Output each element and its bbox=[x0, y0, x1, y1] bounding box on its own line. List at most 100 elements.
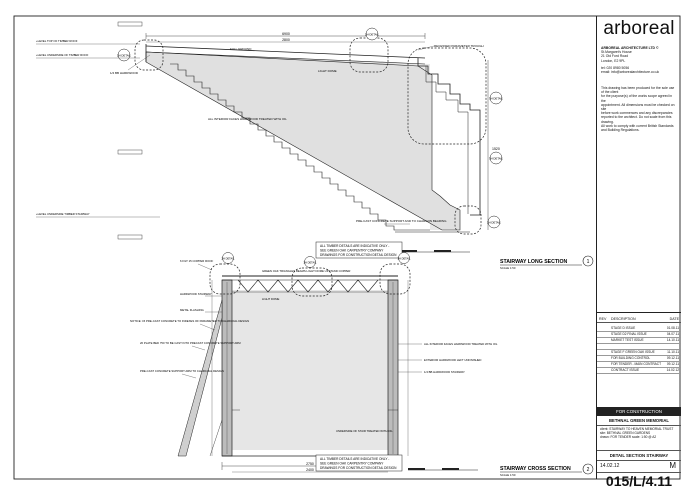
note-line: reported to the architect. Do not scale … bbox=[601, 115, 672, 124]
firm-address: ARBOREAL ARCHITECTURE LTD © St.Margaret'… bbox=[601, 46, 677, 74]
sheet-border bbox=[13, 15, 681, 480]
detail-circle bbox=[454, 205, 482, 235]
label-recessed: RECESSED PARAMETER TROUGH bbox=[434, 44, 484, 48]
callout-text: 2H DETAIL bbox=[222, 257, 235, 261]
label-light-dome: LIGHT DOME bbox=[318, 69, 337, 73]
note-line: DRAWINGS FOR CONSTRUCTION DETAIL DESIGN bbox=[320, 466, 397, 470]
callout-bubble bbox=[365, 27, 379, 41]
label-hardwood: ALL INTERIOR FACES HARDWOOD TREATED WITH… bbox=[208, 117, 287, 121]
callout-bubble bbox=[304, 256, 316, 268]
label-greenoak: GREEN OAK TRIANGLES BEAMS LIGHT DOME UPS… bbox=[262, 269, 350, 273]
revision-letter: M bbox=[669, 461, 676, 470]
label-plate: 20 PLATE BED 750 TO BE CAST INTO PRECAST… bbox=[140, 341, 241, 345]
revision-header: REV DESCRIPTION DATE bbox=[597, 316, 681, 323]
detail-circle bbox=[209, 263, 241, 295]
precast-arm bbox=[177, 299, 223, 457]
label-metal: METAL FLASHING bbox=[180, 308, 204, 312]
note-line: ALL TIMBER DETAILS ARE INDICATIVE ONLY - bbox=[320, 244, 389, 248]
firm-tel: tel: 020 8980 5056 bbox=[601, 65, 630, 70]
long-section-number: 1 bbox=[587, 259, 590, 265]
meta-line: site: BETHNAL GREEN GARDENS bbox=[600, 431, 651, 435]
long-section-body bbox=[145, 51, 461, 231]
label-hardwood: HARDWOOD STAIRWAY bbox=[180, 292, 212, 296]
project-name: BETHNAL GREEN MEMORIAL bbox=[597, 416, 681, 426]
callout-text: 3H DETAIL bbox=[304, 261, 317, 265]
stair-profile bbox=[170, 63, 430, 231]
callout-text: 3H DETAIL bbox=[489, 97, 503, 101]
long-section-title: STAIRWAY LONG SECTION bbox=[500, 259, 568, 265]
meta-line: client: STAIRWAY TO HEAVEN MEMORIAL TRUS… bbox=[600, 427, 674, 431]
address-line: London, E2 9PL bbox=[601, 58, 626, 63]
description-col: DESCRIPTION bbox=[611, 317, 636, 321]
detail-circle bbox=[291, 267, 333, 297]
scale-bar bbox=[408, 468, 478, 471]
firm-logo: arboreal bbox=[603, 18, 675, 39]
callout-text: 3H DETAIL bbox=[489, 157, 503, 161]
long-dim-3: 1520 bbox=[492, 147, 500, 151]
label-full-ground: FULL GROUND bbox=[230, 47, 252, 51]
cross-dim-1: 2750 bbox=[306, 462, 314, 466]
label-hardwood2: 1/4 BB HARDWOOD STAIRWAY bbox=[424, 370, 465, 374]
address-line: St.Margaret's House bbox=[601, 50, 632, 55]
rev-col: REV bbox=[599, 317, 607, 321]
section-number-bubble bbox=[582, 255, 594, 267]
long-dim-1: 6900 bbox=[282, 32, 290, 36]
note-line: for the purpose(s) of the works scope ag… bbox=[601, 94, 673, 103]
callout-text: 2H DETAIL bbox=[117, 54, 131, 58]
status-banner: FOR CONSTRUCTION bbox=[597, 407, 681, 416]
title-block: arboreal ARBOREAL ARCHITECTURE LTD © St.… bbox=[596, 16, 681, 489]
long-section-scale: SCALE 1:50 bbox=[500, 266, 516, 270]
callout-bubble bbox=[489, 151, 503, 165]
meta-line: drawn: FOR TENDER scale: 1:50 @ A2 bbox=[600, 435, 657, 439]
firm-email: email: info@arborealarchitecture.co.uk bbox=[601, 70, 660, 75]
long-section: 6900 2800 1520 2H DETAIL 2H DETAIL 3H DE… bbox=[36, 21, 594, 270]
note-line: All work to comply with current British … bbox=[601, 123, 674, 128]
note-line: before work commences and any discrepanc… bbox=[601, 111, 673, 116]
note-line: This drawing has been produced for the s… bbox=[601, 86, 675, 95]
cross-dim-2: 2400 bbox=[306, 468, 314, 472]
label-coping: 6 FILT 15 COPPER ROOF bbox=[180, 259, 213, 263]
label-precast: PRE-CAST CONCRETE SUPPORT AND TO CHARGON… bbox=[356, 219, 447, 223]
drawing-number: 015/L/4.11 bbox=[597, 472, 681, 489]
date-col: DATE bbox=[669, 317, 679, 321]
firm-name: ARBOREAL ARCHITECTURE LTD © bbox=[601, 46, 659, 50]
address-line: 21 Old Ford Road bbox=[601, 54, 628, 59]
drawing-date: 14.02.12 bbox=[600, 463, 620, 469]
drawing-title: DETAIL SECTION STAIRWAY bbox=[597, 450, 681, 461]
note-line: and Building Regulations. bbox=[601, 128, 640, 133]
callout-bubble bbox=[489, 91, 503, 105]
note-box bbox=[315, 241, 403, 259]
note-line: appointment. All dimensions must be chec… bbox=[601, 102, 675, 112]
note-line: DRAWINGS FOR CONSTRUCTION DETAIL DESIGN bbox=[320, 253, 397, 257]
note-line: SEE GREEN OAK CARPENTRY COMPANY bbox=[320, 462, 384, 466]
callout-text: 2H DETAIL bbox=[365, 33, 379, 37]
label-interior: ALL INTERIOR FACES HARDWOOD TREATED WITH… bbox=[424, 342, 498, 346]
revision-row bbox=[597, 343, 681, 350]
label-light: LIGHT DOME bbox=[262, 297, 279, 301]
label-precast: PRE-CAST CONCRETE SUPPORT ARM TO CHARCOA… bbox=[140, 369, 224, 373]
label-reveal: 1/4 BB HARDWOOD bbox=[110, 71, 139, 75]
cross-section-title: STAIRWAY CROSS SECTION bbox=[500, 466, 571, 472]
callout-text: 2H DETAIL bbox=[487, 221, 501, 225]
project-meta: client: STAIRWAY TO HEAVEN MEMORIAL TRUS… bbox=[600, 427, 678, 439]
label-level-2: +LEVEL UNDERSIDE OF TIMBER ROOF bbox=[36, 53, 89, 57]
label-underside: UNDERSIDE OF STAIR TREATED WITH OIL bbox=[336, 429, 393, 433]
drawing-notes: This drawing has been produced for the s… bbox=[601, 86, 677, 132]
label-level-1: +LEVEL TOP OF TIMBER ROOF bbox=[36, 39, 78, 43]
note-line: ALL TIMBER DETAILS ARE INDICATIVE ONLY - bbox=[320, 457, 389, 461]
cross-section-scale: SCALE 1:50 bbox=[500, 473, 516, 477]
cross-section: 2750 2400 2H DETAIL 3H DETAIL 3H DETAIL … bbox=[130, 252, 594, 477]
detail-circle bbox=[407, 47, 487, 145]
scale-bar bbox=[400, 250, 470, 253]
callout-bubble bbox=[222, 252, 234, 264]
